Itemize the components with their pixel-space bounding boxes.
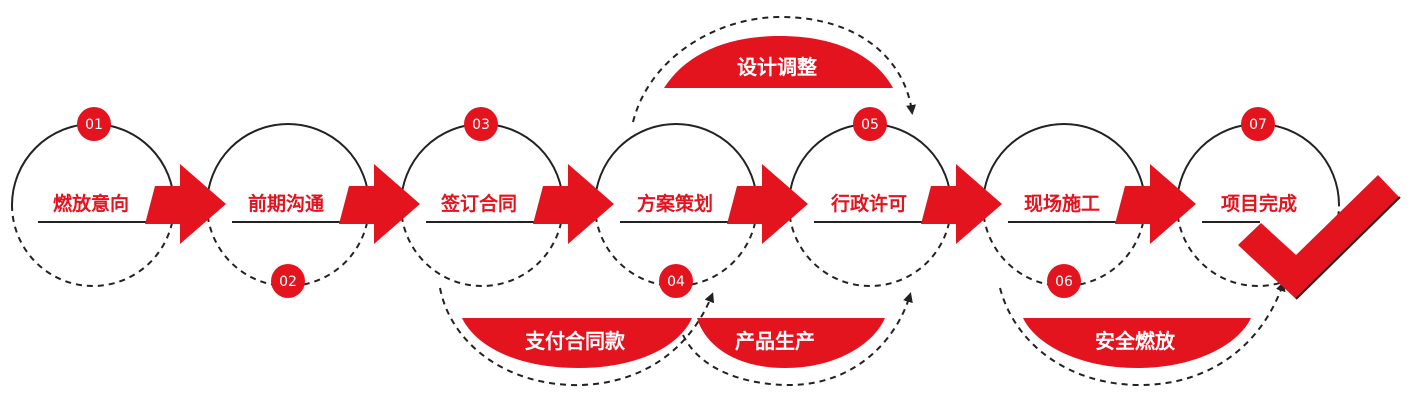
circle-3-dashed <box>400 204 564 287</box>
arrow-right-icon <box>1115 164 1196 244</box>
badge-5 <box>853 107 887 141</box>
production-group: 产品生产 <box>682 292 913 387</box>
checkmark-icon <box>1238 175 1401 300</box>
step-arrows <box>145 164 1196 244</box>
step-numbers: 01 02 03 04 05 06 07 <box>85 117 1267 290</box>
step-number-7: 07 <box>1249 117 1267 133</box>
step-label-3: 签订合同 <box>440 192 517 215</box>
safe-fireworks-label: 安全燃放 <box>1095 329 1176 353</box>
circle-6-dashed <box>982 204 1146 287</box>
design-adjust-dashed-arc <box>632 15 917 123</box>
circle-5-dashed <box>788 204 952 287</box>
badge-6 <box>1047 264 1081 298</box>
production-banner <box>697 318 885 368</box>
pay-contract-label: 支付合同款 <box>525 329 626 353</box>
badge-4 <box>659 264 693 298</box>
production-label: 产品生产 <box>735 329 815 353</box>
badge-3 <box>464 107 498 141</box>
step-circles <box>11 123 1340 287</box>
step-number-1: 01 <box>85 117 103 133</box>
checkmark-shape <box>1238 175 1399 299</box>
pay-contract-banner <box>462 318 692 368</box>
step-number-5: 05 <box>861 117 879 133</box>
safe-fireworks-banner <box>1023 318 1251 368</box>
step-label-4: 方案策划 <box>637 192 713 215</box>
circle-1-dashed <box>11 204 175 287</box>
circle-4-solid <box>594 123 758 206</box>
circle-6-solid <box>982 123 1146 206</box>
step-label-1: 燃放意向 <box>53 192 129 215</box>
design-adjust-label: 设计调整 <box>737 55 817 79</box>
checkmark-tail-line <box>1295 196 1401 300</box>
safe-fireworks-group: 安全燃放 <box>999 281 1286 387</box>
safe-fireworks-dashed-arc <box>999 281 1286 387</box>
circle-4-dashed <box>594 204 758 287</box>
pay-contract-group: 支付合同款 <box>439 287 715 387</box>
arrow-right-icon <box>145 164 226 244</box>
circle-2-solid <box>206 123 370 206</box>
step-label-2: 前期沟通 <box>248 192 325 215</box>
badge-1 <box>77 107 111 141</box>
step-badges <box>77 107 1275 298</box>
step-labels: 燃放意向 前期沟通 签订合同 方案策划 行政许可 现场施工 项目完成 <box>53 192 1297 215</box>
badge-7 <box>1241 107 1275 141</box>
step-number-3: 03 <box>472 117 490 133</box>
step-number-2: 02 <box>279 274 297 290</box>
step-label-6: 现场施工 <box>1024 192 1100 215</box>
circle-7-dashed <box>1176 204 1340 287</box>
arrow-right-icon <box>533 164 614 244</box>
step-number-6: 06 <box>1055 274 1073 290</box>
step-number-4: 04 <box>667 274 685 290</box>
arrow-right-icon <box>921 164 1002 244</box>
badge-2 <box>271 264 305 298</box>
pay-contract-dashed-arc <box>439 287 715 387</box>
circle-2-dashed <box>206 204 370 287</box>
arrow-right-icon <box>339 164 420 244</box>
design-adjust-banner <box>664 36 893 88</box>
step-label-7: 项目完成 <box>1221 192 1297 215</box>
arrow-right-icon <box>727 164 808 244</box>
design-adjust-group: 设计调整 <box>632 15 917 123</box>
production-dashed-arc <box>682 292 913 387</box>
step-label-5: 行政许可 <box>830 192 907 215</box>
